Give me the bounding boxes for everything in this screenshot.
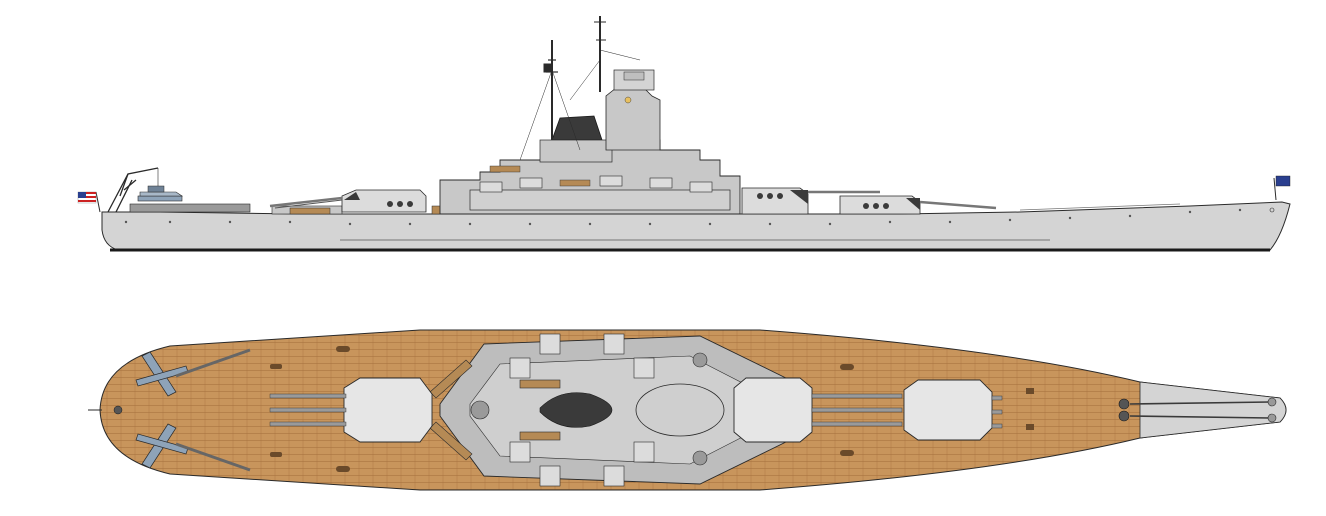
profile-hull bbox=[101, 201, 1291, 251]
main-turret-icon bbox=[741, 187, 880, 215]
mast-icon bbox=[519, 16, 641, 161]
funnel-top bbox=[539, 392, 613, 428]
bow-plating bbox=[1139, 381, 1287, 439]
main-turret-icon bbox=[733, 377, 903, 443]
boat-icon bbox=[429, 359, 561, 461]
superstructure bbox=[439, 69, 741, 215]
crane-icon bbox=[107, 167, 159, 213]
jack-flag-icon bbox=[1273, 175, 1291, 201]
main-turret-icon bbox=[269, 189, 427, 213]
portholes bbox=[124, 208, 1242, 226]
main-turret-icon bbox=[903, 379, 1003, 441]
aircraft-icon bbox=[129, 185, 251, 213]
plan-view bbox=[88, 329, 1287, 491]
secondary-mount-icon bbox=[479, 175, 713, 193]
secondary-mount-icon bbox=[509, 333, 655, 487]
conning-tower bbox=[605, 87, 661, 151]
deck-fittings bbox=[270, 346, 1034, 472]
aircraft-icon bbox=[135, 351, 189, 469]
main-turret-icon bbox=[269, 377, 433, 443]
stern-ensign-icon bbox=[77, 191, 101, 213]
profile-view bbox=[77, 16, 1291, 252]
funnel bbox=[551, 115, 603, 141]
main-turret-icon bbox=[839, 195, 997, 215]
